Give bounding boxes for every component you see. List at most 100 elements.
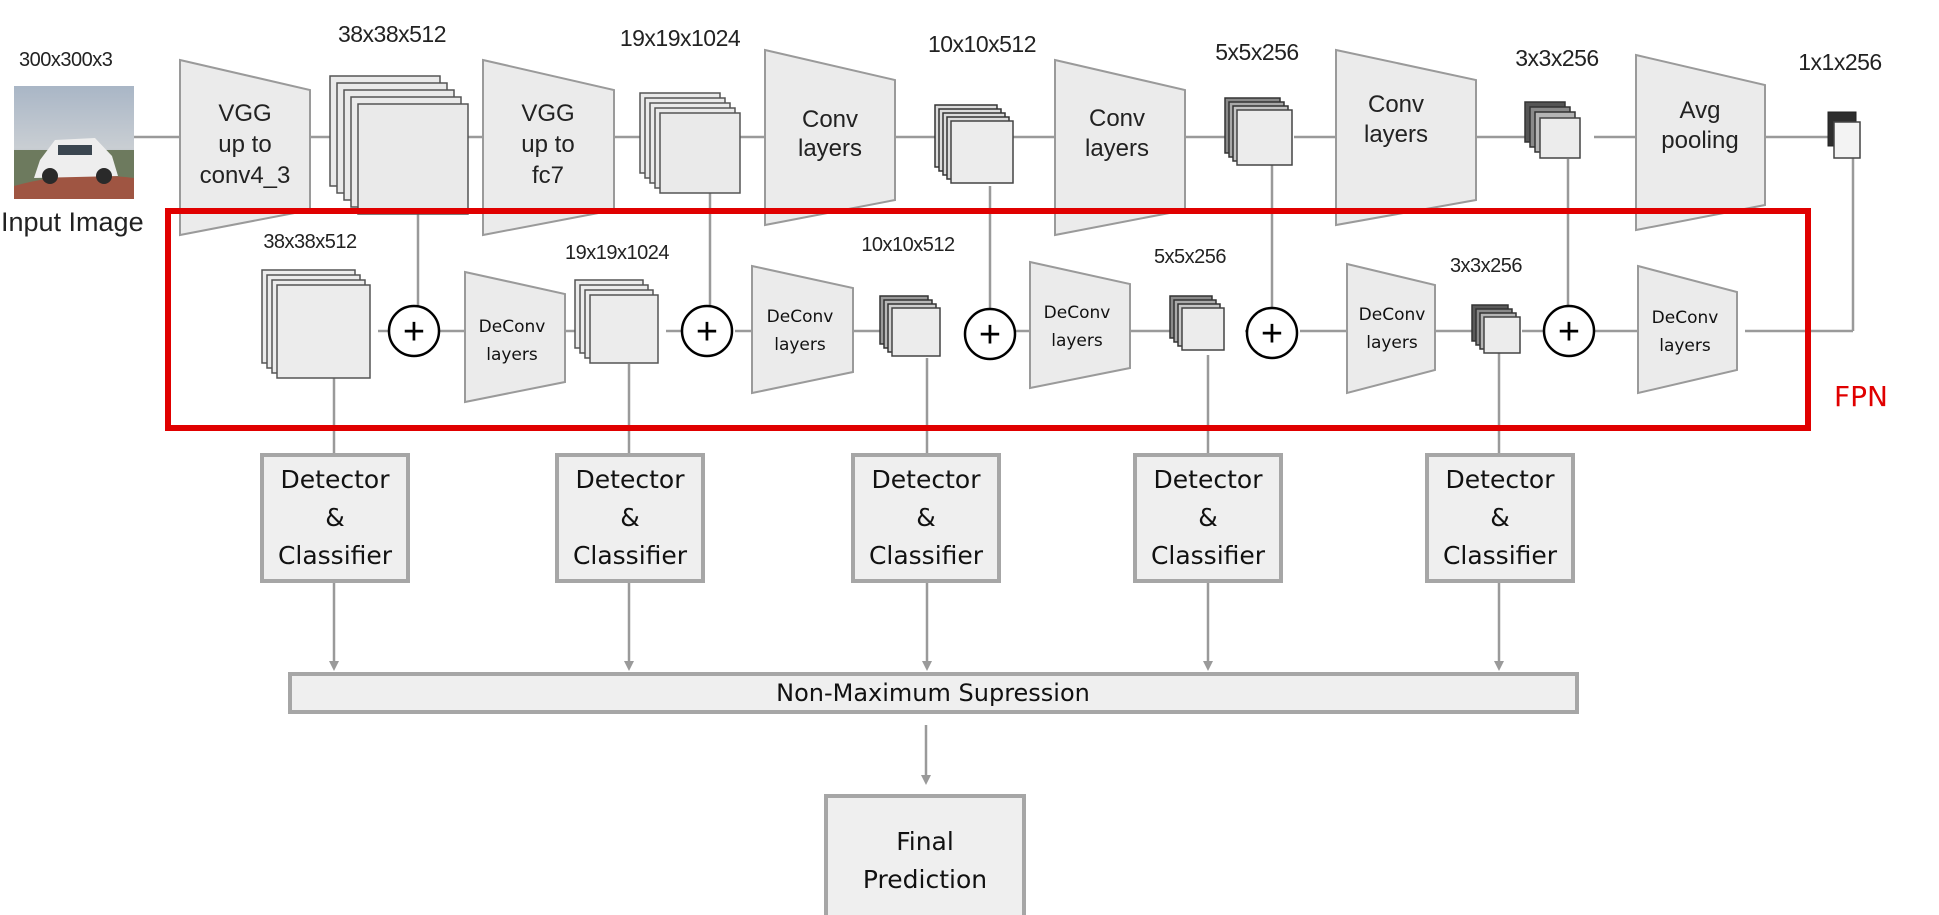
svg-text:Classifier: Classifier bbox=[869, 541, 984, 570]
svg-text:5x5x256: 5x5x256 bbox=[1154, 246, 1226, 268]
svg-text:Avg: Avg bbox=[1680, 97, 1721, 124]
svg-text:Prediction: Prediction bbox=[863, 865, 987, 894]
input-photo bbox=[14, 86, 134, 199]
svg-text:+: + bbox=[1558, 311, 1580, 353]
svg-text:10x10x512: 10x10x512 bbox=[861, 234, 955, 256]
fpn-sum-node-3: + bbox=[963, 307, 1017, 361]
fpn-dim-labels: 38x38x512 19x19x1024 10x10x512 5x5x256 3… bbox=[263, 231, 1523, 277]
svg-text:layers: layers bbox=[486, 345, 538, 365]
fpn-to-detector-lines bbox=[332, 352, 1501, 455]
svg-text:layers: layers bbox=[798, 135, 862, 162]
svg-text:Final: Final bbox=[896, 827, 954, 856]
detector-classifier-box-4: Detector & Classifier bbox=[1133, 453, 1283, 583]
svg-text:DeConv: DeConv bbox=[1044, 303, 1111, 323]
svg-text:1x1x256: 1x1x256 bbox=[1798, 49, 1881, 75]
backbone-block-conv-1: Conv layers bbox=[764, 48, 896, 227]
svg-text:layers: layers bbox=[1085, 135, 1149, 162]
svg-text:Detector: Detector bbox=[1446, 465, 1556, 494]
svg-text:+: + bbox=[696, 311, 718, 353]
detector-to-nms-arrows bbox=[329, 583, 1504, 671]
svg-text:Conv: Conv bbox=[802, 106, 858, 133]
svg-text:layers: layers bbox=[1051, 331, 1103, 351]
fpn-feature-map-stack-10x10 bbox=[879, 295, 941, 357]
feature-map-stack-5x5 bbox=[1224, 97, 1293, 166]
fpn-region-box bbox=[165, 208, 1811, 431]
svg-text:10x10x512: 10x10x512 bbox=[928, 31, 1036, 57]
svg-text:conv4_3: conv4_3 bbox=[200, 162, 291, 189]
backbone-block-conv-3: Conv layers bbox=[1335, 48, 1477, 227]
svg-text:3x3x256: 3x3x256 bbox=[1515, 45, 1598, 71]
fpn-feature-map-stack-19x19 bbox=[574, 279, 659, 364]
svg-text:VGG: VGG bbox=[521, 100, 574, 127]
fpn-feature-map-stack-38x38 bbox=[261, 269, 371, 379]
fpn-feature-map-stack-3x3 bbox=[1471, 304, 1521, 354]
deconv-block-3: DeConv layers bbox=[1029, 260, 1131, 390]
fpn-sum-node-4: + bbox=[1245, 306, 1299, 360]
backbone-block-vgg-conv4: VGG up to conv4_3 bbox=[179, 58, 311, 237]
svg-text:38x38x512: 38x38x512 bbox=[263, 231, 357, 253]
fpn-feature-map-stack-5x5 bbox=[1169, 295, 1225, 351]
feature-map-stack-1x1 bbox=[1827, 111, 1861, 159]
feature-map-stack-19x19 bbox=[639, 92, 741, 194]
svg-text:layers: layers bbox=[1659, 336, 1711, 356]
svg-text:Classifier: Classifier bbox=[1151, 541, 1266, 570]
lateral-connections bbox=[416, 158, 1855, 333]
svg-text:Detector: Detector bbox=[576, 465, 686, 494]
detector-classifier-box-2: Detector & Classifier bbox=[555, 453, 705, 583]
svg-text:up to: up to bbox=[521, 131, 574, 158]
nms-label: Non-Maximum Supression bbox=[776, 679, 1090, 707]
svg-text:+: + bbox=[403, 311, 425, 353]
svg-text:+: + bbox=[979, 314, 1001, 356]
feature-map-stack-3x3 bbox=[1524, 101, 1581, 159]
detector-classifier-box-5: Detector & Classifier bbox=[1425, 453, 1575, 583]
input-dims-label: 300x300x3 bbox=[19, 49, 113, 71]
svg-text:Detector: Detector bbox=[281, 465, 391, 494]
svg-text:Detector: Detector bbox=[1154, 465, 1264, 494]
backbone-dim-labels: 38x38x512 19x19x1024 10x10x512 5x5x256 3… bbox=[338, 21, 1882, 75]
svg-text:&: & bbox=[1198, 503, 1218, 532]
svg-text:DeConv: DeConv bbox=[479, 317, 546, 337]
svg-text:&: & bbox=[620, 503, 640, 532]
deconv-block-1: DeConv layers bbox=[464, 270, 566, 404]
svg-text:Conv: Conv bbox=[1089, 105, 1145, 132]
deconv-block-4: DeConv layers bbox=[1346, 262, 1436, 395]
svg-text:5x5x256: 5x5x256 bbox=[1215, 39, 1298, 65]
backbone-block-vgg-fc7: VGG up to fc7 bbox=[482, 58, 615, 237]
feature-map-stack-38x38 bbox=[329, 75, 469, 215]
detector-classifier-box-3: Detector & Classifier bbox=[851, 453, 1001, 583]
fpn-sum-node-5: + bbox=[1542, 304, 1596, 358]
svg-text:layers: layers bbox=[774, 335, 826, 355]
final-prediction-box: Final Prediction bbox=[824, 794, 1026, 915]
fpn-sum-node-1: + bbox=[387, 304, 441, 358]
fpn-label: FPN bbox=[1834, 380, 1888, 413]
svg-text:&: & bbox=[1490, 503, 1510, 532]
fpn-sum-node-2: + bbox=[680, 304, 734, 358]
svg-text:&: & bbox=[916, 503, 936, 532]
backbone-block-avg-pooling: Avg pooling bbox=[1635, 53, 1766, 232]
svg-text:38x38x512: 38x38x512 bbox=[338, 21, 446, 47]
svg-text:+: + bbox=[1261, 313, 1283, 355]
svg-text:19x19x1024: 19x19x1024 bbox=[565, 242, 669, 264]
svg-text:Classifier: Classifier bbox=[1443, 541, 1558, 570]
input-image: 300x300x3 Input Image bbox=[1, 49, 144, 237]
svg-text:layers: layers bbox=[1364, 121, 1428, 148]
svg-text:VGG: VGG bbox=[218, 100, 271, 127]
svg-text:pooling: pooling bbox=[1661, 127, 1738, 154]
nms-bar: Non-Maximum Supression bbox=[288, 672, 1579, 714]
deconv-block-5: DeConv layers bbox=[1637, 264, 1738, 395]
deconv-block-2: DeConv layers bbox=[751, 264, 854, 395]
backbone-block-conv-2: Conv layers bbox=[1054, 58, 1186, 237]
input-image-caption: Input Image bbox=[1, 207, 144, 237]
svg-text:Conv: Conv bbox=[1368, 91, 1424, 118]
svg-text:3x3x256: 3x3x256 bbox=[1450, 255, 1522, 277]
svg-text:DeConv: DeConv bbox=[767, 307, 834, 327]
feature-map-stack-10x10 bbox=[934, 104, 1014, 184]
detector-classifier-box-1: Detector & Classifier bbox=[260, 453, 410, 583]
svg-text:DeConv: DeConv bbox=[1652, 308, 1719, 328]
svg-text:up to: up to bbox=[218, 131, 271, 158]
svg-text:&: & bbox=[325, 503, 345, 532]
svg-text:Classifier: Classifier bbox=[278, 541, 393, 570]
svg-text:layers: layers bbox=[1366, 333, 1418, 353]
svg-text:19x19x1024: 19x19x1024 bbox=[620, 25, 741, 51]
